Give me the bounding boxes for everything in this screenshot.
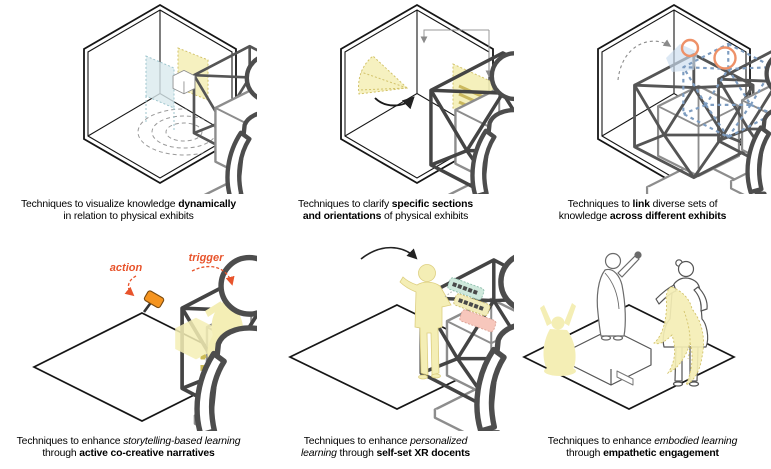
illustration-visualize-dynamically bbox=[83, 4, 257, 194]
xr-docent-avatar bbox=[399, 264, 452, 380]
knowledge-transfer-arc bbox=[617, 39, 672, 81]
chip-scribble-text bbox=[452, 282, 479, 296]
chip-pink bbox=[459, 309, 497, 333]
panel-drop-lines bbox=[145, 96, 175, 132]
illustration-empathetic-engagement bbox=[522, 251, 736, 410]
hammer-tool bbox=[142, 290, 165, 313]
panel-visualize-dynamically: Techniques to visualize knowledge dynami… bbox=[0, 0, 257, 235]
virtual-panel-blue bbox=[145, 55, 175, 109]
action-label: action bbox=[110, 262, 143, 274]
highlight-circle-ghost bbox=[680, 38, 700, 58]
chip-scribble-text bbox=[458, 298, 485, 312]
gaze-arrow bbox=[360, 246, 418, 260]
caption-storytelling-narratives: Techniques to enhance storytelling-based… bbox=[16, 436, 241, 460]
rotation-ghost-edges bbox=[358, 71, 408, 91]
virtual-toga-drape bbox=[653, 286, 704, 386]
caption-visualize-dynamically: Techniques to visualize knowledge dynami… bbox=[20, 199, 237, 223]
option-chips bbox=[447, 277, 497, 333]
trigger-arrow bbox=[191, 266, 235, 286]
illustration-clarify-sections bbox=[340, 4, 514, 194]
trigger-label: trigger bbox=[189, 252, 225, 264]
ghost-character-kneeling bbox=[540, 303, 576, 376]
chip-teal bbox=[447, 277, 485, 301]
illustration-link-exhibits bbox=[597, 4, 771, 194]
illustration-storytelling-narratives: action trigger bbox=[32, 252, 257, 431]
action-arrow bbox=[124, 275, 137, 297]
chip-yellow bbox=[453, 293, 491, 317]
classical-statue bbox=[596, 251, 642, 341]
illustration-xr-docents bbox=[288, 246, 514, 431]
panel-storytelling-narratives: action trigger Techniques to enhance sto… bbox=[0, 235, 257, 469]
rotation-arrow bbox=[374, 96, 415, 110]
ghost-polyhedron-fill bbox=[175, 317, 217, 360]
rotation-ghost-fan bbox=[358, 55, 409, 95]
exhibit-pedestal bbox=[172, 69, 257, 194]
statue-plinth bbox=[570, 328, 652, 386]
highlight-circle-exhibit bbox=[713, 46, 737, 70]
callout-line-left bbox=[420, 29, 489, 44]
ghost-knowledge-fragment bbox=[666, 44, 698, 72]
